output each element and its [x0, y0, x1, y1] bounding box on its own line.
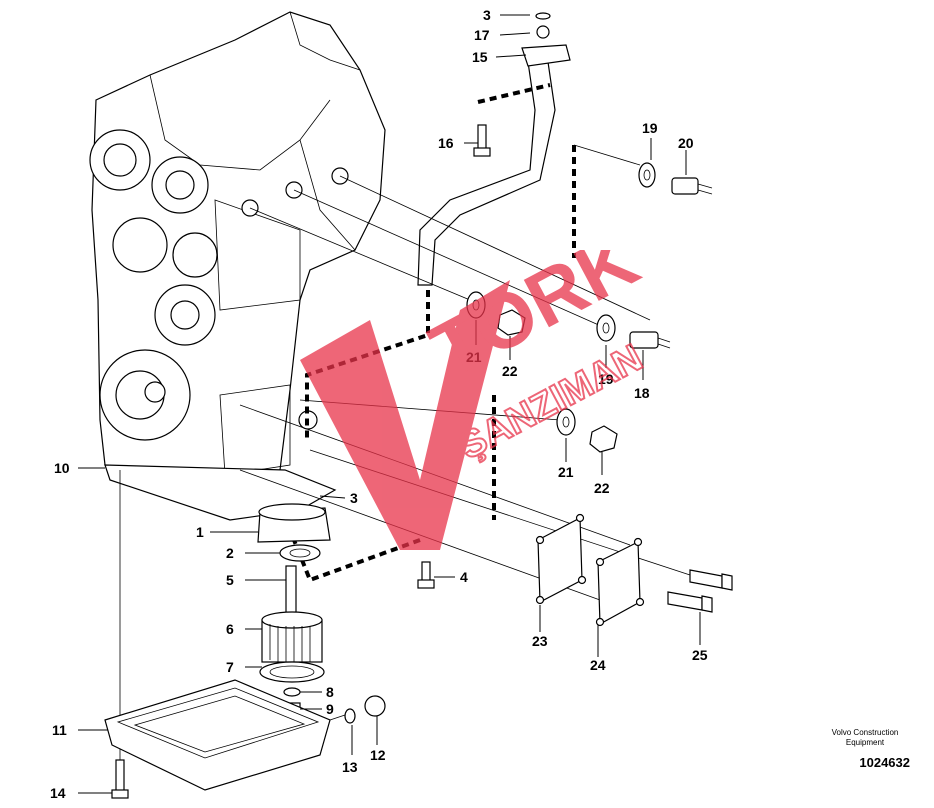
cover-24 [595, 537, 645, 627]
washer-21-lower [556, 408, 576, 436]
callout-6: 6 [226, 621, 234, 637]
washer-19-top [638, 162, 656, 188]
callout-3-mid: 3 [350, 490, 358, 506]
callout-7: 7 [226, 659, 234, 675]
callout-19-lower: 19 [598, 371, 614, 387]
callout-20: 20 [678, 135, 694, 151]
filter-6 [261, 611, 323, 663]
plug-12 [364, 695, 386, 717]
bolt-4 [417, 561, 435, 589]
leader-lines [78, 14, 701, 794]
callout-17: 17 [474, 27, 490, 43]
callout-22-upper: 22 [502, 363, 518, 379]
callout-5: 5 [226, 572, 234, 588]
bolt-25-lower [667, 591, 713, 613]
callout-22-lower: 22 [594, 480, 610, 496]
washer-19-lower [596, 314, 616, 342]
bolt-25-upper [689, 569, 733, 591]
tube-5 [285, 565, 297, 617]
callout-19-top: 19 [642, 120, 658, 136]
washer-8 [283, 687, 301, 697]
oil-pan-11 [104, 679, 331, 791]
plug-22-upper [497, 309, 526, 336]
callout-25: 25 [692, 647, 708, 663]
callout-21-lower: 21 [558, 464, 574, 480]
sensor-18 [629, 331, 671, 349]
washer-13 [344, 708, 356, 724]
callout-18: 18 [634, 385, 650, 401]
document-number: 1024632 [859, 755, 910, 770]
callout-15: 15 [472, 49, 488, 65]
gasket-23 [535, 513, 587, 605]
transmission-housing [89, 11, 386, 501]
callout-4: 4 [460, 569, 468, 585]
washer-21-upper [466, 291, 486, 319]
callout-14: 14 [50, 785, 66, 801]
callout-12: 12 [370, 747, 386, 763]
callout-2: 2 [226, 545, 234, 561]
callout-11: 11 [52, 722, 67, 738]
callout-24: 24 [590, 657, 606, 673]
callout-1: 1 [196, 524, 204, 540]
callout-8: 8 [326, 684, 334, 700]
credit-line-2: Equipment [845, 738, 885, 747]
seal-7 [259, 661, 325, 683]
oil-pipe [417, 12, 571, 286]
callout-21-upper: 21 [466, 349, 482, 365]
callout-13: 13 [342, 759, 358, 775]
o-ring-2 [279, 544, 321, 562]
callout-9: 9 [326, 701, 334, 717]
plug-22-lower [589, 425, 618, 453]
manufacturer-credit: Volvo Construction Equipment [810, 728, 920, 748]
callout-3-top: 3 [483, 7, 491, 23]
bolt-16 [473, 124, 491, 157]
sensor-20 [671, 177, 713, 195]
bolt-14 [111, 759, 129, 799]
callout-23: 23 [532, 633, 548, 649]
callout-16: 16 [438, 135, 454, 151]
credit-line-1: Volvo Construction [831, 728, 899, 737]
strainer-housing-1 [257, 503, 331, 543]
callout-10: 10 [54, 460, 70, 476]
